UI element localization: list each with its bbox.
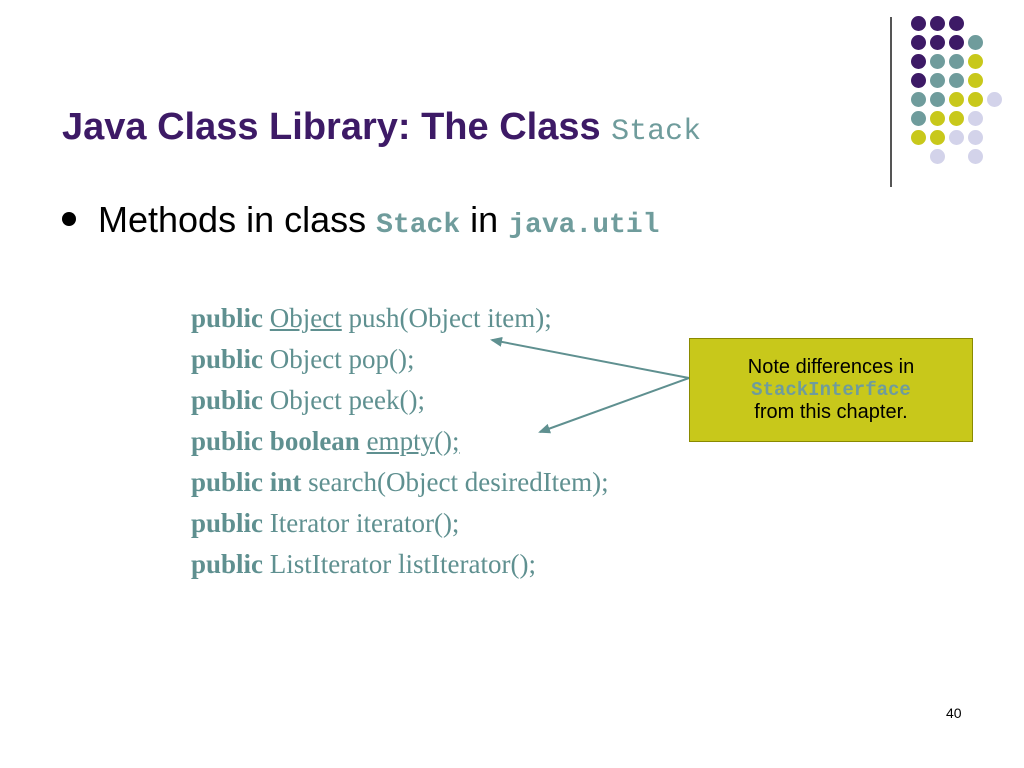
slide-title-code: Stack <box>611 115 702 149</box>
method-line: public Object pop(); <box>191 339 609 380</box>
decor-dot <box>911 92 926 107</box>
decor-dot <box>911 54 926 69</box>
decor-dot <box>930 149 945 164</box>
decor-dot <box>930 73 945 88</box>
note-line-3: from this chapter. <box>754 401 908 423</box>
bullet-item: Methods in class Stack in java.util <box>62 199 659 241</box>
bullet-package: java.util <box>508 210 660 241</box>
note-line-1: Note differences in <box>747 356 915 378</box>
method-signature: push(Object item); <box>348 303 552 333</box>
method-signature: iterator(); <box>356 508 460 538</box>
decor-dot <box>911 111 926 126</box>
method-signature: empty(); <box>366 426 460 456</box>
method-return-type: boolean <box>269 426 360 456</box>
method-return-type: int <box>269 467 302 497</box>
method-return-type: Iterator <box>269 508 350 538</box>
method-modifier: public <box>191 549 264 579</box>
note-callout-box: Note differences in StackInterface from … <box>689 338 973 442</box>
decor-dot <box>968 35 983 50</box>
method-modifier: public <box>191 385 264 415</box>
decor-dot <box>949 35 964 50</box>
method-modifier: public <box>191 508 264 538</box>
method-signature: peek(); <box>348 385 425 415</box>
method-line: public Object push(Object item); <box>191 298 609 339</box>
decor-dot <box>968 111 983 126</box>
decor-dot <box>949 130 964 145</box>
decorative-dot-grid <box>0 0 1024 180</box>
decor-dot <box>987 92 1002 107</box>
decor-dot <box>949 54 964 69</box>
decor-dot <box>968 54 983 69</box>
note-code: StackInterface <box>751 379 911 401</box>
method-line: public Iterator iterator(); <box>191 503 609 544</box>
method-line: public ListIterator listIterator(); <box>191 544 609 585</box>
decor-dot <box>968 73 983 88</box>
method-modifier: public <box>191 344 264 374</box>
method-return-type: ListIterator <box>269 549 392 579</box>
decor-dot <box>930 35 945 50</box>
decor-dot <box>949 92 964 107</box>
decor-dot <box>930 92 945 107</box>
method-modifier: public <box>191 467 264 497</box>
decor-dot <box>949 111 964 126</box>
decor-dot <box>968 149 983 164</box>
decor-dot <box>911 130 926 145</box>
decor-dot <box>949 73 964 88</box>
decor-dot <box>930 111 945 126</box>
bullet-dot-icon <box>62 212 76 227</box>
method-return-type: Object <box>269 344 342 374</box>
decor-dot <box>968 92 983 107</box>
decor-dot <box>930 54 945 69</box>
decor-dot <box>911 73 926 88</box>
decor-dot <box>911 16 926 31</box>
decor-dot <box>949 16 964 31</box>
title-divider-line <box>890 17 892 187</box>
method-signature: listIterator(); <box>398 549 536 579</box>
method-line: public int search(Object desiredItem); <box>191 462 609 503</box>
bullet-prefix: Methods in class <box>98 199 367 240</box>
method-line: public Object peek(); <box>191 380 609 421</box>
method-signature: search(Object desiredItem); <box>308 467 609 497</box>
bullet-class-name: Stack <box>376 210 461 241</box>
method-return-type: Object <box>269 303 342 333</box>
bullet-middle: in <box>470 199 499 240</box>
method-modifier: public <box>191 426 264 456</box>
method-signature: pop(); <box>348 344 415 374</box>
page-number: 40 <box>946 705 962 721</box>
slide-title: Java Class Library: The Class Stack <box>62 106 701 149</box>
decor-dot <box>968 130 983 145</box>
decor-dot <box>930 130 945 145</box>
method-return-type: Object <box>269 385 342 415</box>
decor-dot <box>911 35 926 50</box>
method-modifier: public <box>191 303 264 333</box>
method-line: public boolean empty(); <box>191 421 609 462</box>
decor-dot <box>930 16 945 31</box>
slide-title-text: Java Class Library: The Class <box>62 106 601 148</box>
method-list: public Object push(Object item); public … <box>191 298 609 585</box>
